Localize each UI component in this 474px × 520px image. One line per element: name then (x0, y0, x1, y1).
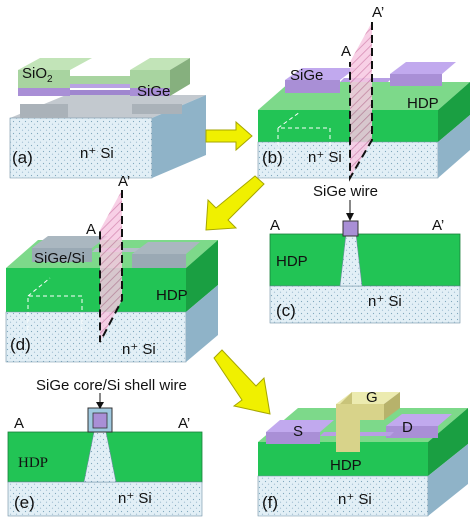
panel-b: A A’ SiGe HDP (b) n⁺ Si (257, 4, 470, 182)
sige-wire (342, 220, 359, 237)
substrate-side (152, 95, 206, 178)
gate-label: G (366, 389, 378, 406)
panel-f-label: (f) (262, 493, 278, 512)
hdp-label: HDP (407, 95, 439, 112)
panel-d-label: (d) (10, 335, 31, 354)
arrow-d-to-f (213, 349, 271, 415)
panel-a-substrate: n⁺ Si (80, 145, 114, 162)
panel-a-label: (a) (12, 148, 33, 167)
substrate (7, 481, 203, 517)
cut-plane (100, 190, 122, 342)
hdp-label: HDP (276, 253, 308, 270)
hdp-label: HDP (18, 455, 48, 471)
sige-core (92, 412, 108, 429)
wire-label: SiGe wire (313, 183, 378, 200)
panel-f-substrate: n⁺ Si (338, 491, 372, 508)
svg-text:A: A (270, 217, 280, 234)
arrow-b-to-d (205, 175, 265, 231)
svg-text:A’: A’ (372, 4, 384, 21)
sige-si-label: SiGe/Si (34, 250, 85, 267)
drain-pad (386, 414, 452, 426)
svg-text:A’: A’ (178, 415, 190, 432)
panel-c-substrate: n⁺ Si (368, 293, 402, 310)
oxide-label: SiO2 (22, 65, 53, 85)
panel-d: A A’ SiGe/Si HDP (d) n⁺ Si (5, 173, 218, 363)
panel-e-substrate: n⁺ Si (118, 490, 152, 507)
svg-text:A’: A’ (432, 217, 444, 234)
svg-text:A’: A’ (118, 173, 130, 190)
panel-a: SiO2 SiGe (a) n⁺ Si (9, 58, 206, 179)
panel-b-substrate: n⁺ Si (308, 149, 342, 166)
wire-label: SiGe core/Si shell wire (36, 377, 187, 394)
hdp-front (258, 110, 438, 142)
panel-f: G S D HDP (f) n⁺ Si (257, 389, 468, 517)
substrate-front (257, 141, 439, 179)
svg-text:A: A (14, 415, 24, 432)
hdp-front (6, 268, 186, 312)
svg-text:A: A (341, 43, 351, 60)
hdp-label: HDP (156, 287, 188, 304)
panel-b-label: (b) (262, 148, 283, 167)
sige-label: SiGe (137, 83, 170, 100)
sige-si-pad-left (32, 236, 108, 248)
hdp-front (258, 442, 428, 476)
oxide-layer (18, 70, 70, 88)
panel-c-label: (c) (276, 301, 296, 320)
panel-e: SiGe core/Si shell wire A A’ HDP (e) n⁺ … (7, 377, 203, 517)
arrow-a-to-b (205, 120, 253, 152)
source-label: S (293, 423, 303, 440)
substrate (269, 285, 461, 324)
cut-plane (350, 22, 372, 178)
panel-e-label: (e) (14, 493, 35, 512)
drain-label: D (402, 419, 413, 436)
panel-c: SiGe wire A A’ HDP (c) n⁺ Si (269, 183, 461, 324)
sige-pad-left (285, 68, 356, 80)
sige-label: SiGe (290, 67, 323, 84)
substrate-front (5, 311, 187, 363)
source-pad (266, 420, 334, 432)
hdp-label: HDP (330, 457, 362, 474)
svg-text:A: A (86, 221, 96, 238)
panel-d-substrate: n⁺ Si (122, 341, 156, 358)
